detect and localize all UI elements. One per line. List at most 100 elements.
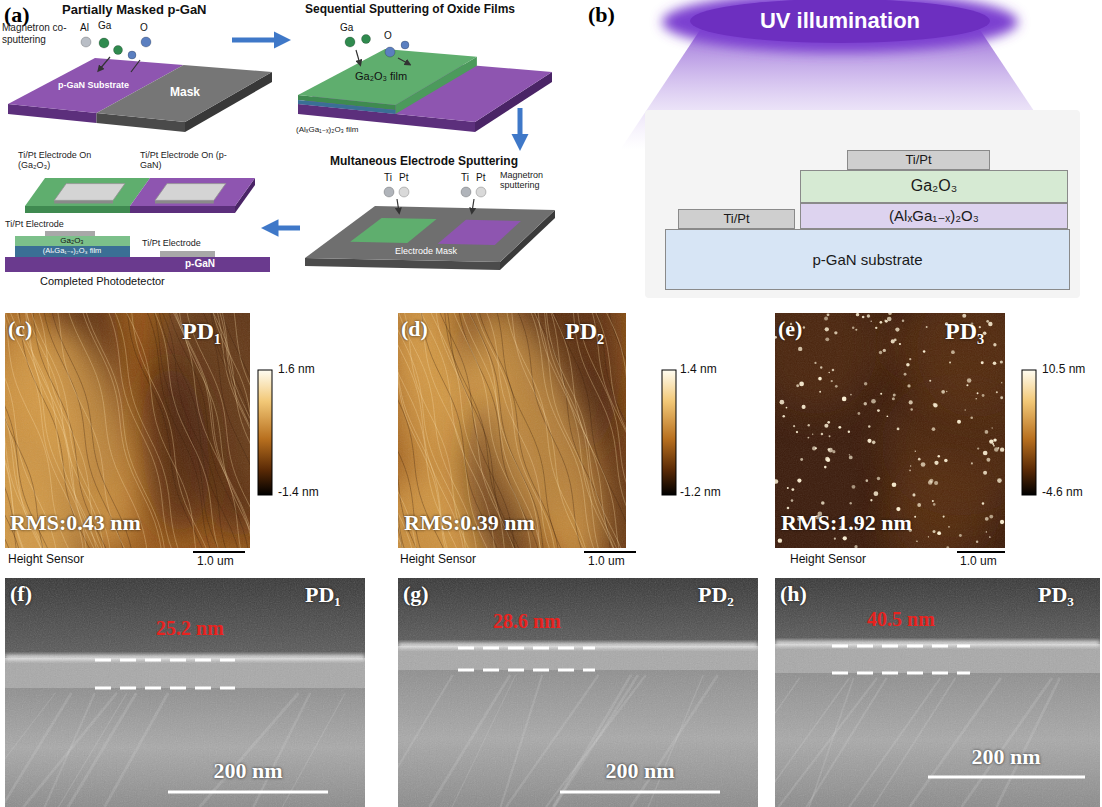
scale-bar [168,791,328,794]
panel-label: (d) [401,316,428,341]
algao-layer [15,246,130,257]
layer-name: p-GaN substrate [812,251,922,268]
color-scale-bar [1022,370,1036,495]
scale-bar [957,551,1005,553]
step-title: Partially Masked p-GaN [62,3,207,18]
sample-label: PD₂ [698,582,734,607]
device-caption: Completed Photodetector [40,275,165,288]
atom-label: Pt [399,172,408,184]
scale-label: 200 nm [213,758,282,783]
process-note: Magnetron co-sputtering [2,22,72,45]
uv-glow [690,0,990,43]
scale-label: 1.0 um [960,555,997,569]
uv-glow [662,0,1018,52]
atom [461,187,471,197]
sem-image [5,578,365,807]
atom [81,37,91,47]
panel-ground [645,110,1080,298]
atom [476,187,486,197]
afm-noise [398,313,626,548]
layer-name: (AlₓGa₁₋ₓ)₂O₃ [889,207,979,224]
sem-image [398,578,758,807]
electrode-label: Ti/Pt Electrode [5,219,64,229]
process-note: Magnetron sputtering [500,170,558,191]
color-scale-bar [258,370,272,495]
sample-label: PD₂ [565,318,604,346]
sem-noise [398,578,758,807]
scale-bar [560,791,720,794]
step-title: Sequential Sputtering of Oxide Films [305,3,515,17]
thickness-value: 25.2 nm [156,617,224,640]
colorbar-tick: -4.6 nm [1042,486,1083,500]
atom [385,47,395,57]
sample-label: PD₃ [1038,582,1074,607]
electrode-edge [54,200,113,203]
panel-label: (b) [588,2,615,27]
atom-label: O [140,22,148,34]
afm-noise [5,313,250,548]
mask-surface [305,206,555,262]
atom [114,46,123,55]
electrode-edge [155,200,214,203]
completed-device [5,178,270,272]
process-arrow [268,226,300,231]
color-scale-bar [662,370,676,495]
layer-label: Ga₂O₃ film [355,70,407,83]
electrode-layer [45,231,95,236]
atom-label: Ga [340,22,353,34]
atom [345,37,355,47]
rms-value: RMS:1.92 nm [781,510,912,535]
atom [99,38,109,48]
electrode-layer: Ti/Pt [678,209,795,229]
panel-label: (f) [10,581,32,606]
panel-label: (h) [780,581,807,606]
scale-label: 1.0 um [197,555,234,569]
electrode-layer [160,251,215,257]
atom [362,35,371,44]
atom-label: Ti [461,172,469,184]
ga2o3-layer [15,236,130,246]
electrode-pad [54,184,125,201]
flow-arrow [131,60,140,72]
rms-value: RMS:0.39 nm [404,510,535,535]
masked-substrate [8,37,284,132]
p-gan-surface [130,178,255,206]
afm-image [5,313,250,548]
atom-label: Ga [98,20,111,32]
sample-label: PD₁ [305,582,341,607]
scale-bar [193,551,245,553]
atom-label: O [384,30,392,42]
deposition-arrow [356,50,360,64]
deposition-arrow [99,57,110,70]
p-gan-window [438,220,521,245]
thickness-value: 40.5 nm [867,608,935,631]
layer-face [25,206,130,213]
atom [399,187,409,197]
thickness-marker [95,687,235,690]
scale-label: 200 nm [971,744,1040,769]
deposition-arrow [398,58,409,64]
layer-label: (AlₓGa₁₋ₓ)₂O₃ film [43,247,102,256]
oxide-layer: (AlₓGa₁₋ₓ)₂O₃ [800,203,1068,229]
sample-label: PD₁ [182,318,221,346]
afm-noise [775,313,1005,548]
layer-label: p-GaN Substrate [58,80,129,90]
colorbar-tick: 10.5 nm [1042,363,1085,377]
layer-name: Ti/Pt [723,212,749,227]
afm-ground [775,313,1005,548]
electrode-label: Ti/Pt Electrode On (Ga₂O₃) [18,150,118,171]
axis-label: Height Sensor [400,553,476,567]
sem-image [775,578,1100,807]
atom-label: Ti [384,172,392,184]
step-title: Multaneous Electrode Sputtering [330,155,518,169]
thickness-value: 28.6 nm [493,610,561,633]
electrode-label: Ti/Pt Electrode On (p-GaN) [140,150,240,171]
panel-label: (c) [8,316,32,341]
scale-bar [928,776,1085,779]
colorbar-tick: 1.4 nm [680,363,717,377]
layer-label: Ga₂O₃ [60,236,83,245]
axis-label: Height Sensor [8,553,84,567]
axis-label: Height Sensor [790,553,866,567]
afm-ground [5,313,250,548]
